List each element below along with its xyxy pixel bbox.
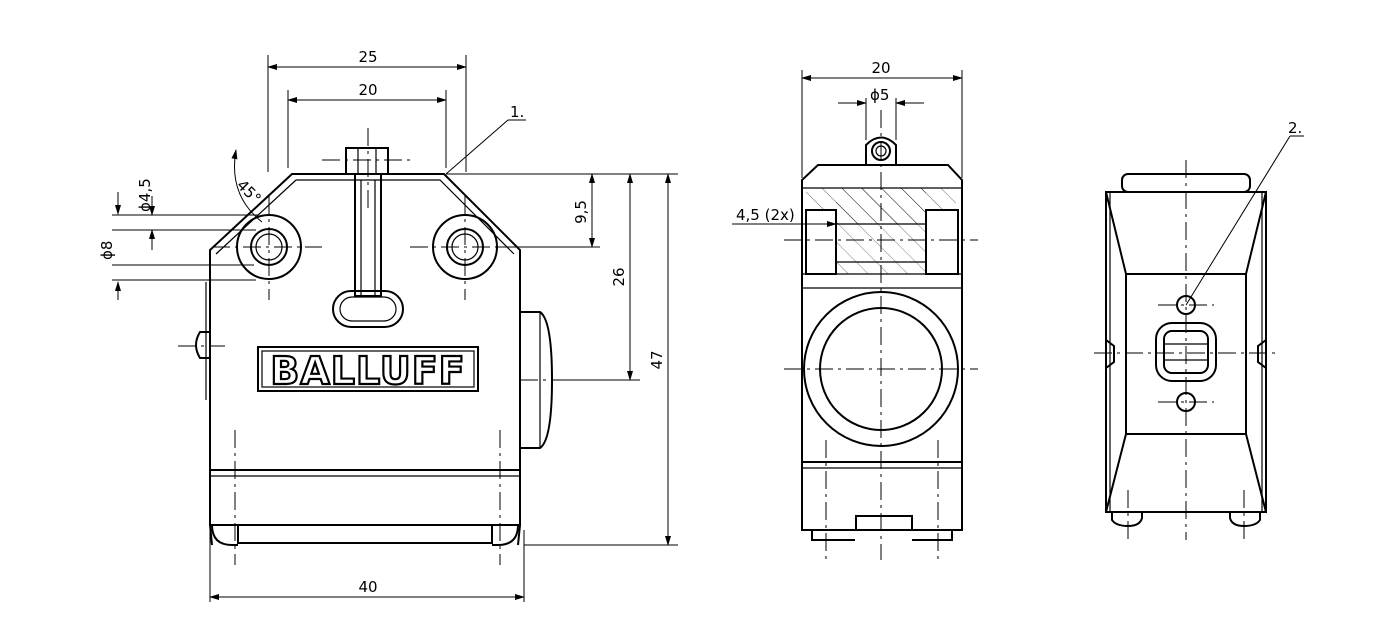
side-dimensions: 20 ϕ5 4,5 (2x) xyxy=(732,59,963,227)
dim-front-axis-height: 26 xyxy=(610,267,628,286)
rear-view xyxy=(1094,160,1280,540)
dim-front-counterbore-dia: ϕ8 xyxy=(98,241,116,260)
dim-front-width-top: 25 xyxy=(358,48,377,66)
side-view xyxy=(784,110,978,560)
dim-side-width: 20 xyxy=(871,59,890,77)
dim-front-hole-height: 9,5 xyxy=(572,200,590,224)
dim-front-hole-dia: ϕ4,5 xyxy=(136,178,154,212)
logo-text: BALLUFF xyxy=(270,349,465,393)
dim-side-hole-note: 4,5 (2x) xyxy=(736,206,795,224)
dim-front-total-width: 40 xyxy=(358,578,377,596)
dim-front-total-height: 47 xyxy=(648,350,666,369)
callout-1: 1. xyxy=(510,103,524,121)
rear-callout: 2. xyxy=(1185,119,1304,306)
dim-front-hole-spacing: 20 xyxy=(358,81,377,99)
callout-2: 2. xyxy=(1288,119,1302,137)
balluff-logo: BALLUFF xyxy=(257,346,479,394)
dim-side-plunger-dia: ϕ5 xyxy=(870,86,889,104)
front-view: BALLUFF xyxy=(178,128,570,565)
front-dimensions: 25 20 ϕ4,5 ϕ8 45° 9,5 26 xyxy=(98,48,678,602)
